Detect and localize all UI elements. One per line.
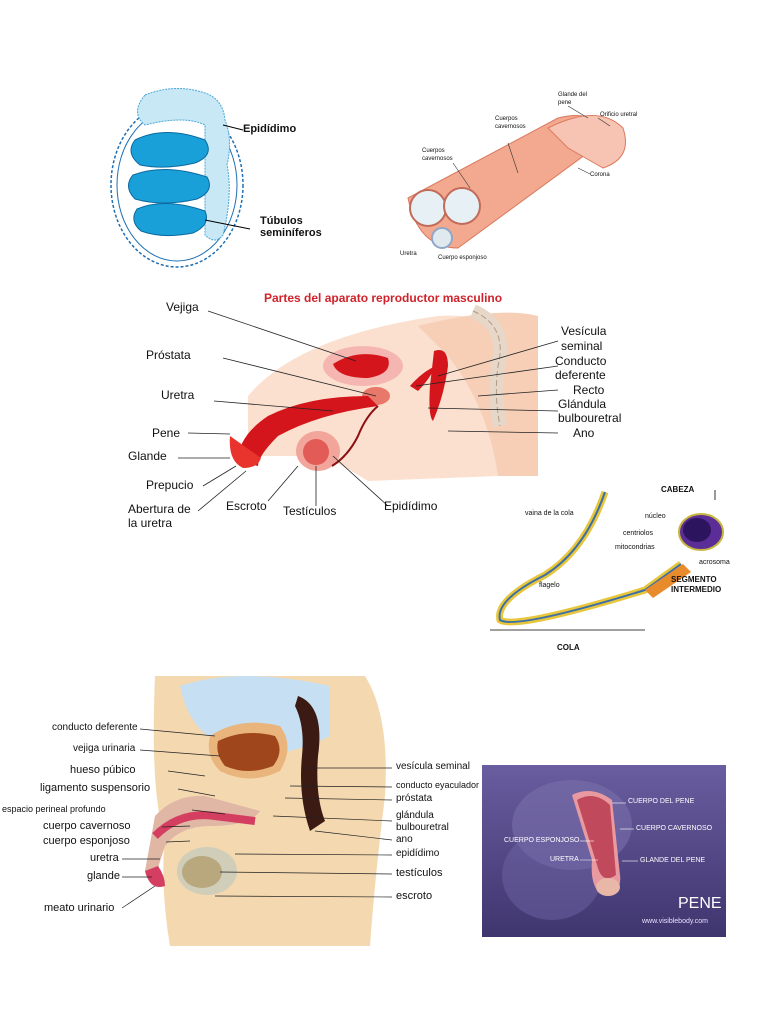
label-epididimo-sag: epidídimo — [396, 848, 440, 859]
visible-body-panel: CUERPO DEL PENE CUERPO CAVERNOSO CUERPO … — [482, 765, 726, 937]
label-epididimo-system: Epidídimo — [384, 499, 438, 513]
label-cuerpos-2: Cuerpos — [422, 148, 445, 154]
visible-body-illustration — [482, 765, 726, 937]
system-title: Partes del aparato reproductor masculino — [264, 291, 503, 305]
sperm-illustration — [490, 490, 724, 631]
vb-site: www.visiblebody.com — [642, 918, 709, 925]
label-vesicula: Vesícula — [561, 324, 607, 338]
label-prostata: Próstata — [146, 348, 191, 362]
label-centriolos: centriolos — [623, 530, 653, 537]
label-uretra: Uretra — [161, 388, 195, 402]
label-cavernosos-2: cavernosos — [422, 156, 453, 162]
label-acrosoma: acrosoma — [699, 559, 730, 566]
label-mitocondrias: mitocondrias — [615, 544, 655, 551]
label-prostata-sag: próstata — [396, 793, 433, 804]
vb-title: PENE — [678, 895, 722, 912]
label-cuerpo-cavernoso-vb: CUERPO CAVERNOSO — [636, 825, 713, 832]
label-la-uretra: la uretra — [128, 516, 173, 530]
label-vesicula-seminal: vesícula seminal — [396, 761, 470, 772]
sagittal-diagram: conducto deferente vejiga urinaria hueso… — [2, 676, 510, 946]
label-glande-del-pene-vb: GLANDE DEL PENE — [640, 857, 706, 864]
label-uretra-sag: uretra — [90, 852, 119, 864]
label-conducto-deferente: conducto deferente — [52, 722, 138, 733]
label-vaina: vaina de la cola — [525, 510, 574, 517]
label-tubulos: Túbulos — [260, 215, 303, 227]
label-segmento: SEGMENTO — [671, 575, 717, 584]
label-seminal: seminal — [561, 339, 603, 353]
label-nucleo: núcleo — [645, 513, 666, 520]
label-glande-sag: glande — [87, 870, 121, 882]
label-testiculos-sag: testículos — [396, 867, 443, 879]
label-bulbouretral-sag: bulbouretral — [396, 822, 449, 833]
label-recto: Recto — [573, 383, 605, 397]
reproductive-system-diagram: Partes del aparato reproductor masculino… — [118, 286, 648, 536]
label-ano-sag: ano — [396, 834, 413, 845]
label-escroto-sag: escroto — [396, 890, 433, 902]
label-cuerpo-del-pene: CUERPO DEL PENE — [628, 798, 695, 805]
label-bulbouretral: bulbouretral — [558, 411, 622, 425]
label-pene: pene — [558, 100, 572, 106]
label-flagelo: flagelo — [539, 582, 560, 589]
sperm-diagram: CABEZA núcleo centriolos mitocondrias ac… — [485, 480, 740, 660]
label-deferente: deferente — [555, 368, 606, 382]
label-glande: Glande — [128, 449, 167, 463]
label-vejiga-urinaria: vejiga urinaria — [73, 743, 136, 754]
label-meato-urinario: meato urinario — [44, 902, 115, 914]
label-espacio-perineal: espacio perineal profundo — [2, 804, 106, 814]
label-abertura-de: Abertura de — [128, 502, 191, 516]
penis-section-illustration — [407, 105, 626, 249]
label-pene: Pene — [152, 426, 181, 440]
label-conducto: Conducto — [555, 354, 607, 368]
label-glandula: Glándula — [558, 397, 607, 411]
label-corona: Corona — [590, 172, 610, 178]
label-cuerpo-esponjoso: cuerpo esponjoso — [43, 835, 130, 847]
label-prepucio: Prepucio — [146, 478, 194, 492]
label-glandula-sag: glándula — [396, 810, 434, 821]
reproductive-system-illustration — [178, 304, 559, 512]
sagittal-illustration — [121, 676, 393, 946]
label-ano: Ano — [573, 426, 595, 440]
label-cuerpos-1: Cuerpos — [495, 116, 518, 122]
penis-section-diagram: Glande del pene Orificio uretral Cuerpos… — [398, 88, 688, 268]
label-ligamento-suspensorio: ligamento suspensorio — [40, 782, 151, 794]
label-cola: COLA — [557, 643, 580, 652]
label-orificio-uretral: Orificio uretral — [600, 112, 638, 118]
testis-illustration — [110, 88, 251, 268]
label-hueso-pubico: hueso púbico — [70, 764, 136, 776]
label-cabeza: CABEZA — [661, 485, 695, 494]
label-cuerpo-esponjoso-vb: CUERPO ESPONJOSO — [504, 837, 580, 844]
label-glande-del: Glande del — [558, 92, 588, 98]
label-seminiferos: seminíferos — [260, 227, 322, 239]
label-cavernosos-1: cavernosos — [495, 124, 526, 130]
label-cuerpo-cavernoso: cuerpo cavernoso — [43, 820, 131, 832]
label-testiculos: Testículos — [283, 504, 337, 518]
label-vejiga: Vejiga — [166, 300, 199, 314]
label-intermedio: INTERMEDIO — [671, 585, 722, 594]
label-uretra-small: Uretra — [400, 251, 417, 257]
label-uretra-vb: URETRA — [550, 856, 579, 863]
label-escroto: Escroto — [226, 499, 267, 513]
label-epididimo: Epidídimo — [243, 123, 297, 135]
label-conducto-eyaculador: conducto eyaculador — [396, 780, 480, 790]
testis-diagram: Epidídimo Túbulos seminíferos — [105, 85, 365, 270]
label-cuerpo-esponjoso-small: Cuerpo esponjoso — [438, 255, 487, 261]
